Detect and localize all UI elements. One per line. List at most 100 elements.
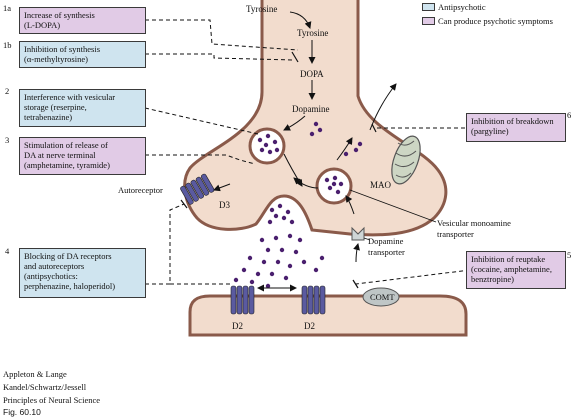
comt-enzyme — [362, 287, 400, 307]
dopamine-molecule — [297, 237, 303, 243]
dopamine-molecule — [265, 133, 271, 139]
dopamine-molecule — [267, 219, 273, 225]
label-dat-line-2: transporter — [368, 247, 405, 257]
d2-receptor-right-icon — [301, 285, 326, 315]
dopamine-molecule — [309, 131, 315, 137]
credit-figure-number: Fig. 60.10 — [3, 407, 41, 417]
dopamine-molecule — [293, 249, 299, 255]
box-4-line-1: Blocking of DA receptors — [24, 251, 112, 261]
label-dat-line-1: Dopamine — [368, 236, 404, 246]
step-number-3: 3 — [5, 135, 10, 145]
dopamine-molecule — [265, 247, 271, 253]
legend-label-psychotic: Can produce psychotic symptoms — [438, 16, 553, 26]
dopamine-molecule — [332, 175, 338, 181]
box-2-line-1: Interference with vesicular — [24, 92, 116, 102]
box-4-line-2: and autoreceptors — [24, 261, 85, 271]
dopamine-molecule — [259, 237, 265, 243]
box-1a-line-1: Increase of synthesis — [24, 10, 95, 20]
dopamine-molecule — [331, 181, 337, 187]
label-dopa: DOPA — [300, 69, 324, 79]
mitochondrion-cristae — [394, 140, 417, 178]
box-4-line-3: (antipsychotics: — [24, 271, 78, 281]
dopamine-molecule — [289, 219, 295, 225]
dopamine-molecule — [263, 142, 269, 148]
dopamine-molecule — [313, 121, 319, 127]
box-3-line-3: (amphetamine, tyramide) — [24, 160, 110, 170]
label-d2-right: D2 — [304, 321, 315, 331]
legend-label-antipsychotic: Antipsychotic — [438, 2, 486, 12]
box-blocking-receptors: Blocking of DA receptors and autorecepto… — [19, 248, 146, 298]
dopamine-molecule — [269, 207, 275, 213]
label-d3: D3 — [219, 200, 230, 210]
legend-swatch-antipsychotic — [422, 3, 435, 11]
dopamine-molecule — [275, 259, 281, 265]
box-increase-synthesis: Increase of synthesis (L-DOPA) — [19, 7, 146, 34]
dopamine-molecule — [343, 151, 349, 157]
label-mao: MAO — [370, 180, 392, 190]
dopamine-molecule — [272, 139, 278, 145]
box-3-line-1: Stimulation of release of — [24, 140, 108, 150]
drug-action-connectors — [144, 19, 471, 285]
inhibition-bars — [180, 51, 377, 289]
label-vmat-line-2: transporter — [437, 229, 474, 239]
box-5-line-3: benztropine) — [471, 274, 514, 284]
box-3-line-2: DA at nerve terminal — [24, 150, 96, 160]
d2-receptor-left-icon — [230, 285, 255, 315]
label-vmat-line-1: Vesicular monoamine — [437, 218, 511, 228]
dopamine-molecule — [353, 147, 359, 153]
presynaptic-terminal — [183, 0, 448, 237]
dopamine-molecule — [265, 283, 271, 289]
step-number-6: 6 — [567, 110, 572, 120]
step-number-5: 5 — [567, 250, 572, 260]
label-comt: COMT — [370, 292, 395, 302]
box-2-line-3: tetrabenazine) — [24, 112, 73, 122]
postsynaptic-membrane — [188, 294, 468, 337]
dopamine-molecule — [279, 247, 285, 253]
dopamine-molecule — [249, 279, 255, 285]
dopamine-molecule — [324, 177, 330, 183]
dopamine-molecule — [274, 147, 280, 153]
dopamine-molecule — [241, 267, 247, 273]
label-autoreceptor: Autoreceptor — [118, 185, 163, 195]
label-d2-left: D2 — [232, 321, 243, 331]
label-pointers — [349, 189, 437, 241]
dopamine-molecule — [261, 259, 267, 265]
pathway-arrows — [213, 11, 397, 292]
dopamine-molecule — [267, 149, 273, 155]
dopamine-molecule — [273, 213, 279, 219]
box-5-line-1: Inhibition of reuptake — [471, 254, 546, 264]
box-4-line-4: perphenazine, haloperidol) — [24, 281, 116, 291]
box-6-line-2: (pargyline) — [471, 126, 509, 136]
dopamine-molecule — [338, 181, 344, 187]
box-5-line-2: (cocaine, amphetamine, — [471, 264, 552, 274]
dopamine-molecule — [233, 277, 239, 283]
dopamine-transporter-icon — [351, 226, 365, 241]
dopamine-molecule — [301, 259, 307, 265]
credit-authors: Kandel/Schwartz/Jessell — [3, 382, 87, 392]
dopamine-molecule — [273, 235, 279, 241]
label-dopamine: Dopamine — [292, 104, 330, 114]
dopamine-molecule — [319, 255, 325, 261]
credit-book-title: Principles of Neural Science — [3, 395, 101, 405]
box-2-line-2: storage (reserpine, — [24, 102, 87, 112]
box-stimulation-release: Stimulation of release of DA at nerve te… — [19, 137, 146, 175]
step-number-1b: 1b — [3, 40, 12, 50]
dopamine-molecule — [285, 209, 291, 215]
dopamine-molecule — [259, 147, 265, 153]
box-1b-line-2: (α-methyltyrosine) — [24, 54, 88, 64]
dopamine-molecule — [269, 271, 275, 277]
dopamine-molecule — [287, 263, 293, 269]
legend-swatch-psychotic — [422, 17, 435, 25]
step-number-1a: 1a — [3, 3, 12, 13]
dopamine-molecule — [257, 137, 263, 143]
dopamine-molecule — [287, 233, 293, 239]
dopamine-molecule — [357, 141, 363, 147]
box-inhibition-synthesis: Inhibition of synthesis (α-methyltyrosin… — [19, 41, 146, 68]
box-vesicular-storage: Interference with vesicular storage (res… — [19, 89, 146, 127]
dopamine-molecule — [281, 215, 287, 221]
d3-autoreceptor-icon — [180, 173, 215, 205]
dopamine-molecule — [327, 185, 333, 191]
label-tyrosine: Tyrosine — [297, 28, 328, 38]
